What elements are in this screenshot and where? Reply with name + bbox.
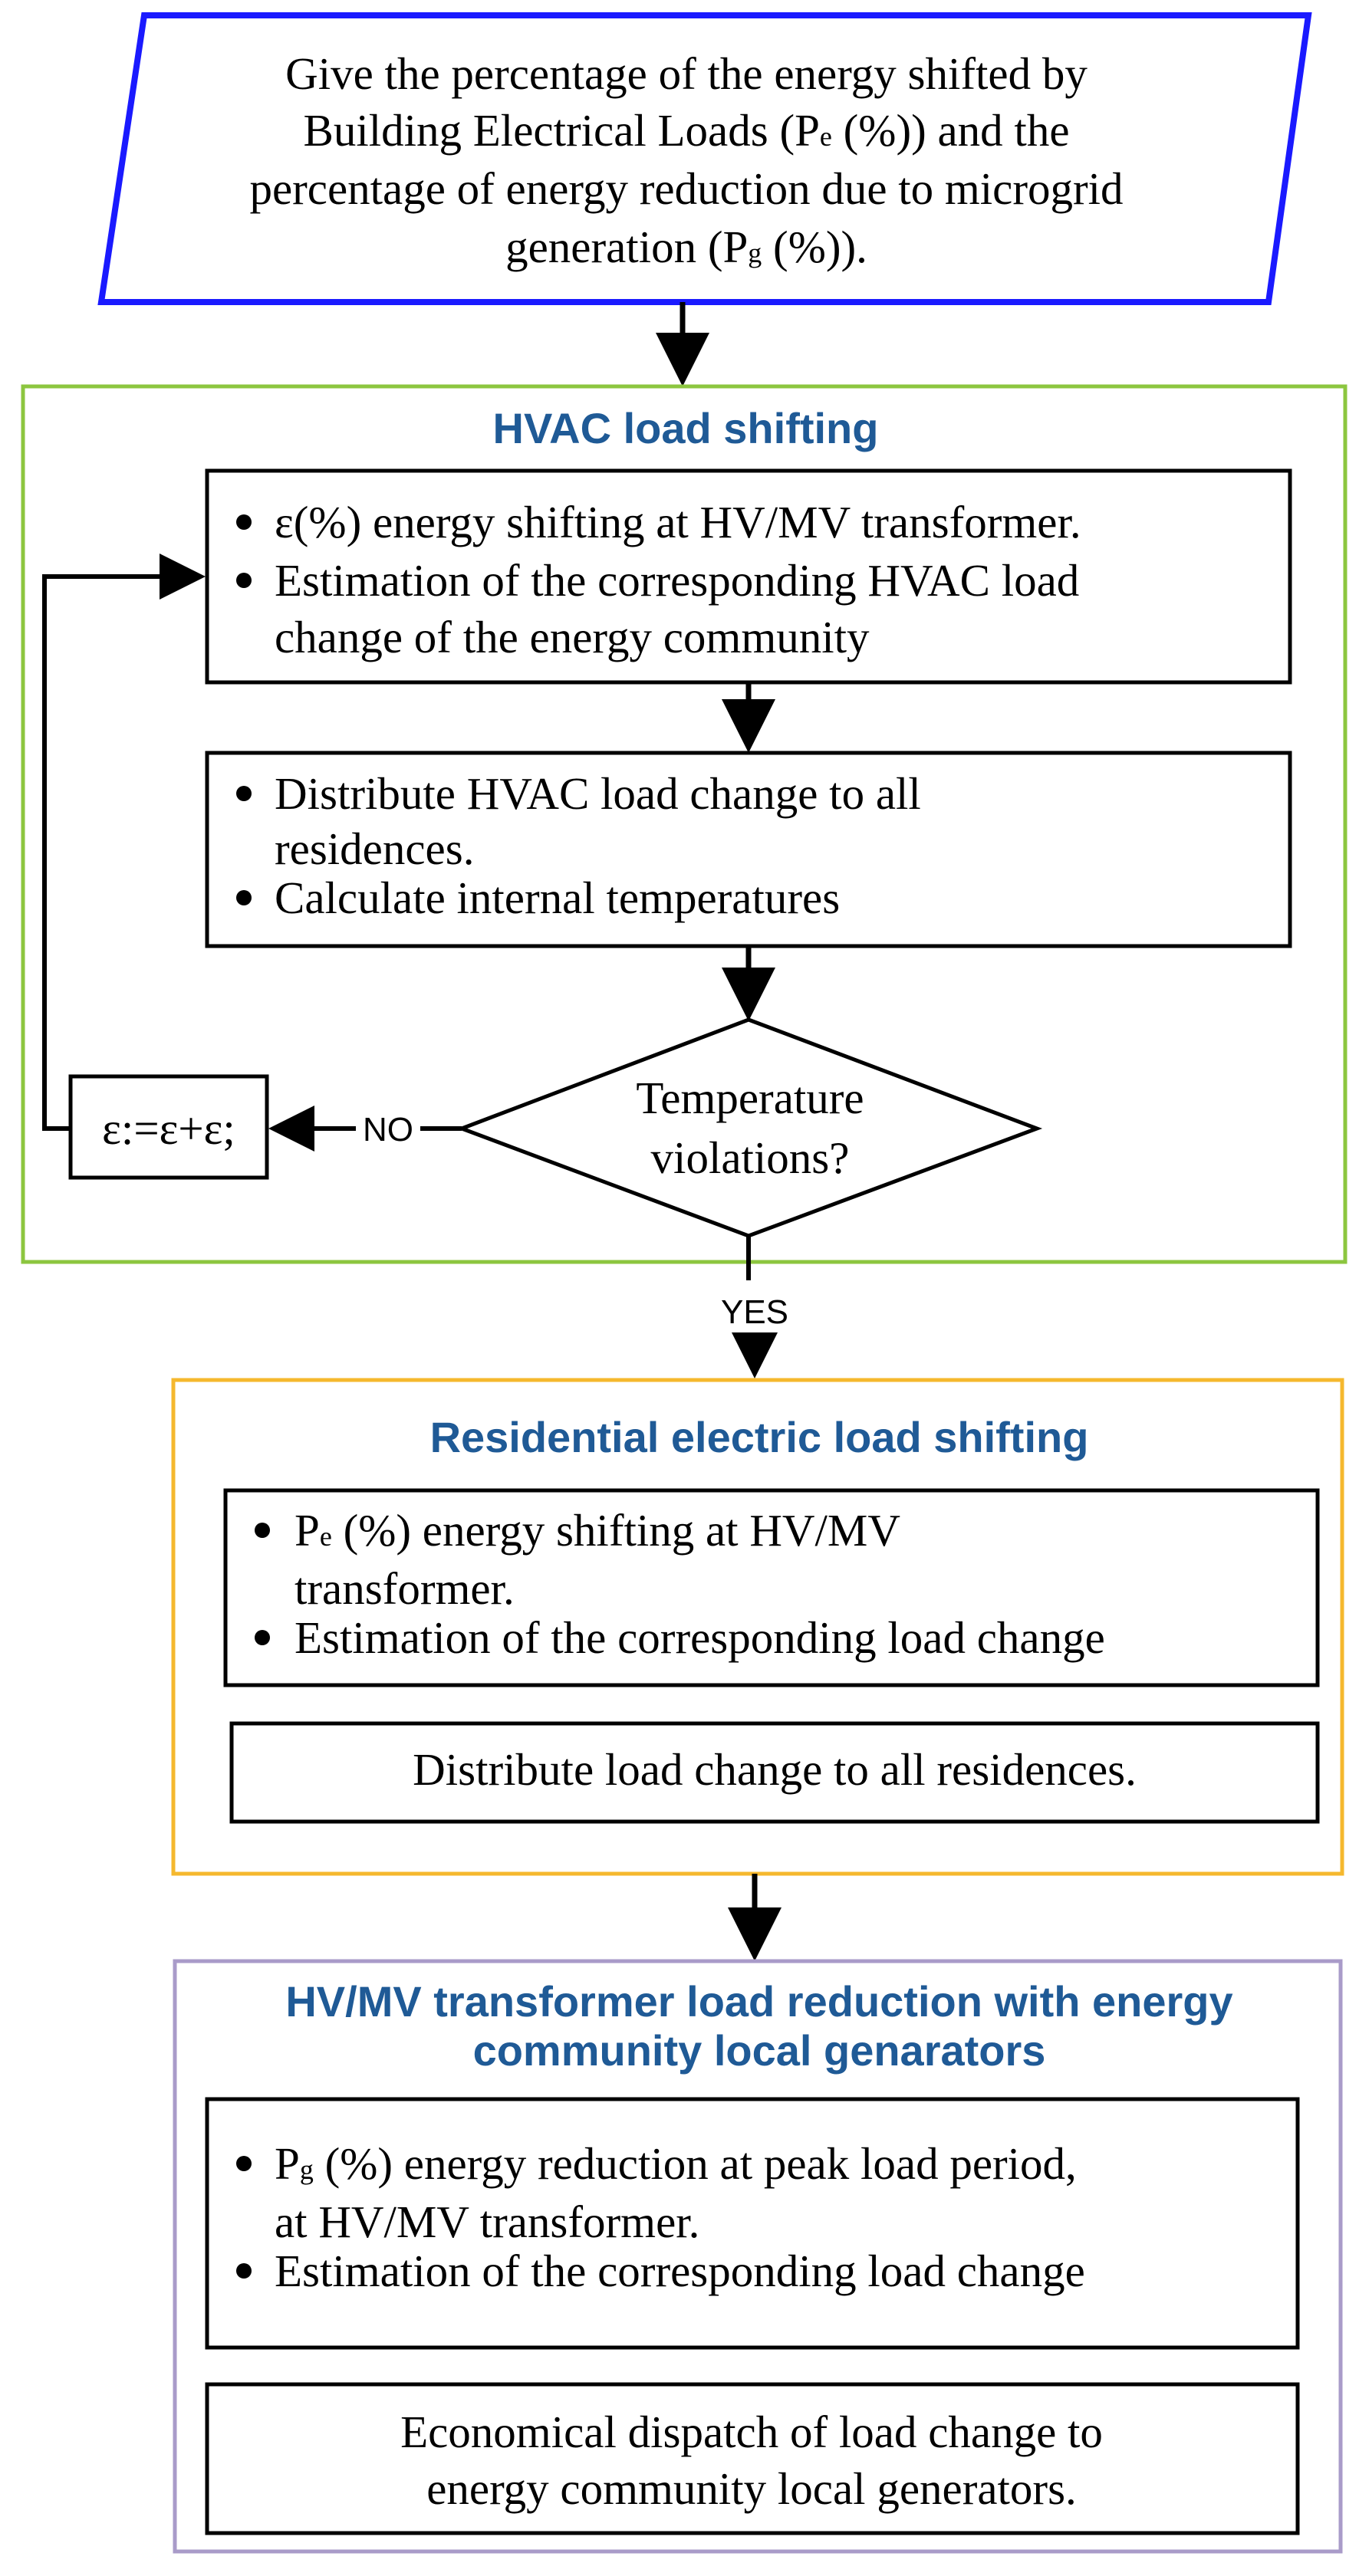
residential-shift-bullet-1-line-2: transformer.	[295, 1563, 515, 1614]
decision-line-1: Temperature	[636, 1073, 864, 1123]
bullet-icon	[236, 2156, 252, 2171]
loop-back-line	[42, 554, 206, 1131]
input-line-4: generation (Pg (%)).	[505, 222, 867, 272]
residential-shift-bullet-1: Pe (%) energy shifting at HV/MV	[295, 1505, 900, 1556]
residential-shift-box	[223, 1488, 1320, 1687]
hvac-shift-bullet-2-line-1: Estimation of the corresponding HVAC loa…	[275, 555, 1079, 606]
transformer-reduction-bullet-1-line-2: at HV/MV transformer.	[275, 2196, 699, 2247]
input-line-3: percentage of energy reduction due to mi…	[249, 163, 1123, 214]
transformer-reduction-bullet-2: Estimation of the corresponding load cha…	[275, 2246, 1085, 2296]
transformer-section: HV/MV transformer load reduction with en…	[173, 1959, 1343, 2554]
residential-distribute-label: Distribute load change to all residences…	[413, 1744, 1137, 1795]
bullet-icon	[236, 573, 252, 588]
hvac-distribute-box	[205, 751, 1292, 948]
bullet-icon	[255, 1630, 270, 1645]
transformer-title-line-1: HV/MV transformer load reduction with en…	[285, 1977, 1232, 2026]
input-parallelogram	[97, 12, 1312, 305]
transformer-dispatch-line-1: Economical dispatch of load change to	[400, 2407, 1103, 2457]
bullet-icon	[236, 514, 252, 530]
residential-shift-bullet-2: Estimation of the corresponding load cha…	[295, 1612, 1105, 1663]
hvac-distribute-bullet-1-line-1: Distribute HVAC load change to all	[275, 768, 921, 819]
residential-distribute-box	[229, 1721, 1320, 1824]
no-label: NO	[363, 1111, 413, 1148]
bullet-icon	[236, 786, 252, 801]
temperature-decision-diamond	[456, 1017, 1043, 1238]
input-line-1: Give the percentage of the energy shifte…	[285, 48, 1088, 99]
residential-section: Residential electric load shifting Pe (%…	[171, 1378, 1344, 1876]
hvac-shift-bullet-1: ε(%) energy shifting at HV/MV transforme…	[275, 497, 1081, 547]
bullet-icon	[236, 2263, 252, 2279]
hvac-section-title: HVAC load shifting	[493, 404, 879, 452]
bullet-icon	[236, 890, 252, 905]
epsilon-increment-label: ε:=ε+ε;	[102, 1103, 235, 1154]
residential-section-border	[171, 1378, 1344, 1876]
input-line-2: Building Electrical Loads (Pe (%)) and t…	[303, 105, 1069, 156]
hvac-distribute-bullet-2: Calculate internal temperatures	[275, 872, 840, 923]
decision-line-2: violations?	[651, 1132, 850, 1183]
epsilon-increment-box	[68, 1074, 269, 1180]
input-block: Give the percentage of the energy shifte…	[97, 12, 1312, 305]
transformer-reduction-bullet-1: Pg (%) energy reduction at peak load per…	[275, 2138, 1077, 2189]
yes-label: YES	[721, 1293, 788, 1331]
transformer-title-line-2: community local genarators	[473, 2026, 1046, 2075]
transformer-section-border	[173, 1959, 1343, 2554]
hvac-shift-bullet-2-line-2: change of the energy community	[275, 612, 870, 662]
bullet-icon	[255, 1523, 270, 1538]
transformer-dispatch-line-2: energy community local generators.	[426, 2463, 1077, 2514]
hvac-section-border	[21, 384, 1347, 1264]
hvac-distribute-bullet-1-line-2: residences.	[275, 823, 474, 874]
hvac-shift-box	[205, 468, 1292, 685]
hvac-section: HVAC load shifting ε(%) energy shifting …	[21, 384, 1347, 1264]
transformer-dispatch-box	[205, 2382, 1300, 2535]
residential-section-title: Residential electric load shifting	[430, 1413, 1089, 1461]
transformer-reduction-box	[205, 2097, 1300, 2350]
